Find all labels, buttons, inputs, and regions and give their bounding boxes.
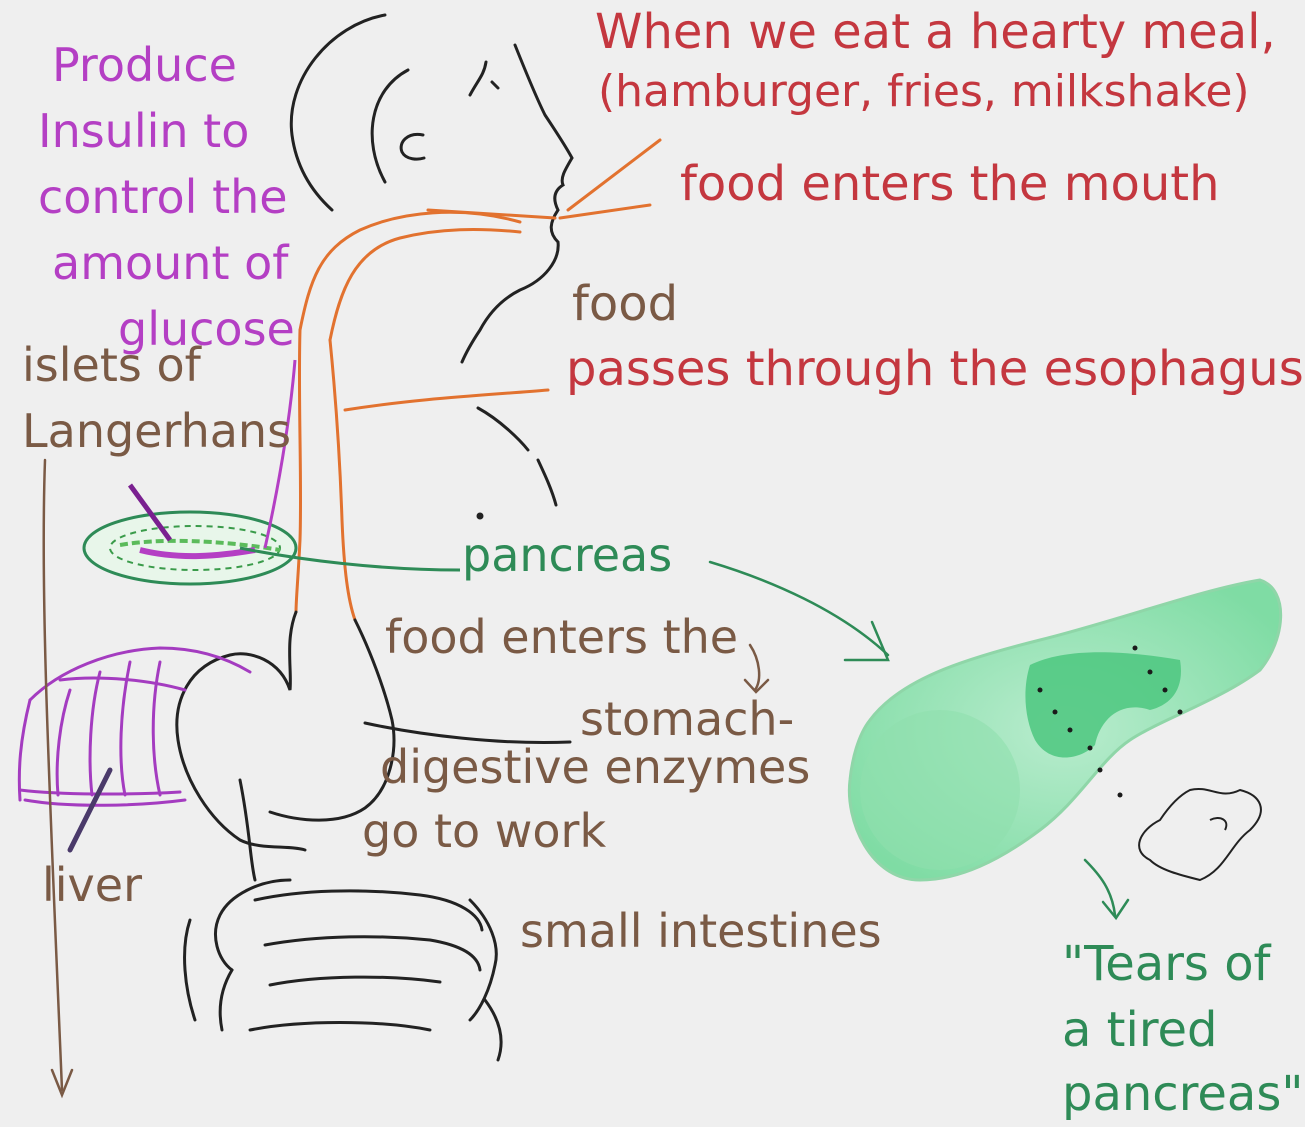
tears-label-line2: a tired [1062, 1006, 1218, 1054]
intestines-label: small intestines [520, 908, 882, 954]
insulin-label-line2: Insulin to [38, 108, 249, 154]
liver-label: liver [42, 862, 142, 908]
tears-label-line1: "Tears of [1062, 940, 1270, 988]
stomach-label-line4: go to work [362, 808, 606, 854]
stomach-label-line1: food enters the [385, 614, 738, 660]
stomach-label-line3: digestive enzymes [380, 744, 810, 790]
pancreas-label: pancreas [462, 532, 672, 578]
mouth-label: food enters the mouth [680, 160, 1219, 208]
esophagus-label-line2: passes through the esophagus [566, 345, 1304, 393]
head-outline [291, 15, 572, 518]
islets-label-line1: islets of [22, 342, 201, 388]
stomach-label-line2: stomach- [580, 696, 794, 742]
esophagus-label-line1: food [572, 280, 678, 328]
meal-label-line1: When we eat a hearty meal, [595, 8, 1276, 56]
insulin-label-line4: amount of [52, 240, 288, 286]
pancreas-in-body [84, 360, 460, 584]
tired-pancreas-illustration [849, 580, 1280, 880]
insulin-label-line1: Produce [52, 42, 237, 88]
islets-label-line2: Langerhans [22, 408, 291, 454]
insulin-label-line3: control the [38, 174, 288, 220]
meal-label-line2: (hamburger, fries, milkshake) [598, 70, 1250, 114]
tears-label-line3: pancreas" [1062, 1070, 1303, 1118]
